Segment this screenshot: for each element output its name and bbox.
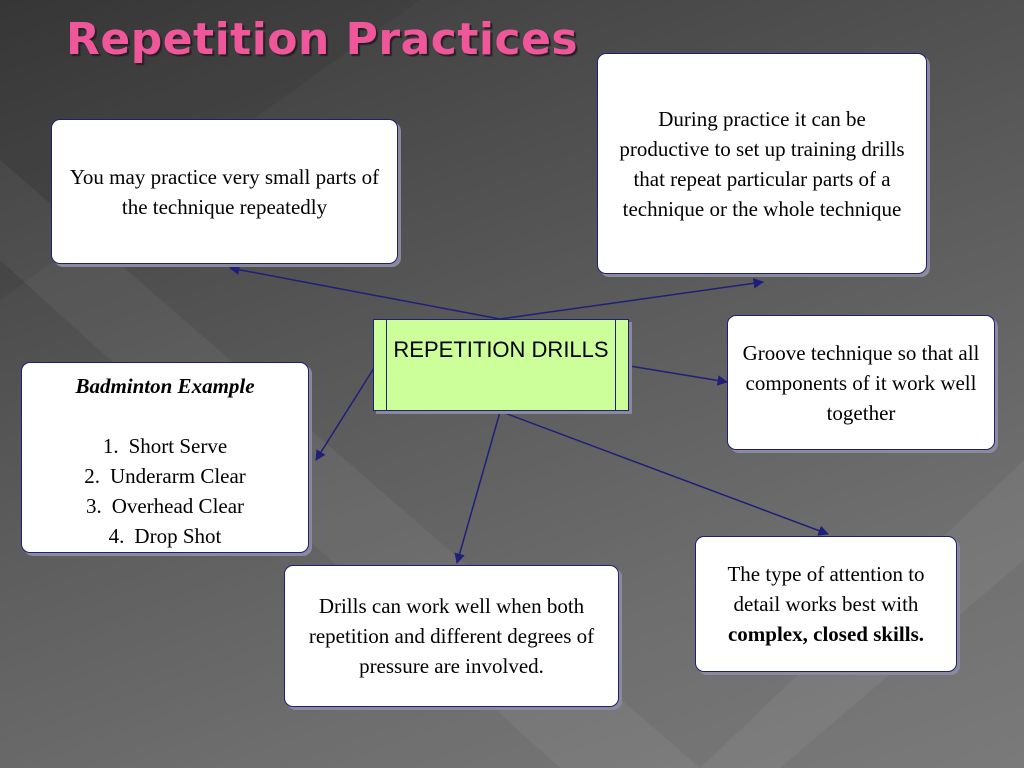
center-node-label: REPETITION DRILLS (393, 337, 609, 362)
attention-detail-text: The type of attention to detail works be… (727, 562, 925, 616)
node-attention-detail: The type of attention to detail works be… (695, 536, 957, 672)
list-item-label: Drop Shot (134, 524, 222, 548)
list-item: 4. Drop Shot (32, 521, 298, 551)
list-item: 3. Overhead Clear (32, 491, 298, 521)
node-pressure-drills: Drills can work well when both repetitio… (284, 565, 619, 707)
list-item-number: 2. (84, 464, 100, 488)
node-small-parts-text: You may practice very small parts of the… (69, 164, 380, 219)
node-groove-technique-text: Groove technique so that all components … (742, 340, 980, 425)
arrow-to-bottom (454, 411, 501, 565)
arrow-to-top-left (228, 264, 501, 320)
node-training-drills-text: During practice it can be productive to … (619, 106, 905, 221)
list-item: 1. Short Serve (32, 431, 298, 461)
center-node-left-bar (386, 320, 387, 410)
node-groove-technique: Groove technique so that all components … (727, 315, 995, 450)
node-badminton-example: Badminton Example 1. Short Serve 2. Undera… (21, 362, 309, 553)
arrow-to-right (629, 365, 729, 386)
arrow-to-bottom-right (501, 411, 829, 536)
list-item: 2. Underarm Clear (32, 461, 298, 491)
list-item-number: 1. (102, 434, 119, 458)
arrow-to-badminton (315, 367, 375, 461)
list-item-label: Underarm Clear (109, 464, 246, 488)
list-item-number: 3. (85, 494, 102, 518)
center-node-right-bar (615, 320, 616, 410)
node-pressure-drills-text: Drills can work well when both repetitio… (308, 594, 595, 678)
list-item-label: Short Serve (128, 434, 228, 458)
center-node-repetition-drills: REPETITION DRILLS (373, 319, 629, 411)
list-item-number: 4. (108, 524, 125, 548)
badminton-example-heading: Badminton Example (75, 374, 255, 398)
node-training-drills: During practice it can be productive to … (597, 53, 927, 274)
node-attention-detail-text: The type of attention to detail works be… (704, 559, 948, 649)
attention-detail-emphasis: complex, closed skills. (727, 622, 924, 646)
badminton-example-list: 1. Short Serve 2. Underarm Clear 3. Overhea… (32, 431, 298, 551)
arrow-to-top-right (499, 278, 765, 320)
node-small-parts: You may practice very small parts of the… (51, 119, 398, 264)
list-item-label: Overhead Clear (111, 494, 245, 518)
slide-title: Repetition Practices (66, 14, 579, 65)
